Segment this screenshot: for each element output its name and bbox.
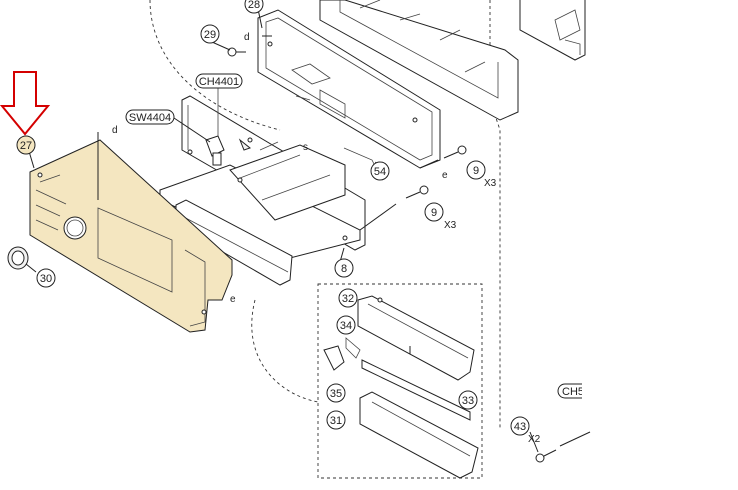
leader-43-wire	[559, 431, 591, 447]
svg-text:32: 32	[342, 293, 354, 305]
svg-text:35: 35	[330, 388, 342, 400]
label-d-a: d	[112, 125, 118, 136]
svg-text:33: 33	[462, 395, 474, 407]
svg-text:CH4401: CH4401	[199, 76, 239, 88]
callout-31: 31	[326, 410, 346, 430]
svg-text:31: 31	[330, 415, 342, 427]
label-s: s	[303, 142, 308, 153]
leader-29	[211, 41, 231, 51]
label-ch4401: CH4401	[195, 73, 243, 89]
label-x2: X2	[528, 434, 541, 445]
svg-text:43: 43	[514, 421, 526, 433]
callout-54: 54	[370, 161, 390, 181]
subassembly-bar-31	[359, 391, 479, 479]
callout-27: 27	[16, 135, 36, 155]
guide-line-subassembly	[251, 299, 319, 403]
subassembly-bar-32	[357, 295, 475, 381]
label-d-b: d	[244, 32, 250, 43]
screw-29	[227, 47, 246, 57]
callout-9-upper: 9	[466, 160, 486, 180]
leader-43	[529, 431, 539, 453]
label-x3-a: X3	[484, 178, 497, 189]
svg-text:SW4404: SW4404	[129, 112, 171, 124]
callout-43: 43	[510, 416, 530, 436]
page-edge-mask	[582, 380, 738, 404]
subassembly-strip-34	[323, 337, 471, 421]
volume-knob	[7, 246, 29, 270]
callout-34: 34	[336, 315, 356, 335]
svg-text:8: 8	[341, 263, 347, 275]
svg-text:9: 9	[473, 165, 479, 177]
label-sw4404: SW4404	[125, 109, 211, 143]
svg-text:28: 28	[248, 0, 260, 11]
callout-29: 29	[200, 24, 220, 44]
screw-9-lower	[405, 185, 429, 199]
svg-text:54: 54	[374, 166, 386, 178]
rear-housing	[319, 0, 586, 121]
leader-x3-b	[359, 203, 397, 231]
svg-text:34: 34	[340, 320, 352, 332]
leader-e-b	[419, 159, 439, 169]
svg-text:9: 9	[431, 207, 437, 219]
callout-30: 30	[36, 268, 56, 288]
screw-9-upper	[443, 145, 467, 159]
callout-33: 33	[458, 390, 478, 410]
guide-line-top	[149, 0, 281, 131]
svg-text:29: 29	[204, 29, 216, 41]
svg-text:27: 27	[20, 140, 32, 152]
label-e-a: e	[230, 294, 236, 305]
leader-30	[25, 263, 37, 273]
callout-32: 32	[338, 288, 358, 308]
inner-chassis	[159, 144, 361, 259]
callout-28: 28	[244, 0, 264, 14]
label-e-b: e	[442, 170, 448, 181]
callout-9-lower: 9	[424, 202, 444, 222]
switch-component	[205, 80, 225, 166]
front-panel-27	[29, 139, 233, 333]
down-arrow-icon	[0, 71, 51, 136]
subassembly-box	[317, 283, 483, 479]
svg-text:CH5: CH5	[562, 386, 584, 398]
callout-35: 35	[326, 383, 346, 403]
svg-text:30: 30	[40, 273, 52, 285]
screw-43	[535, 449, 557, 463]
label-x3-b: X3	[444, 220, 457, 231]
display-frame	[257, 9, 441, 169]
callout-8: 8	[334, 258, 354, 278]
